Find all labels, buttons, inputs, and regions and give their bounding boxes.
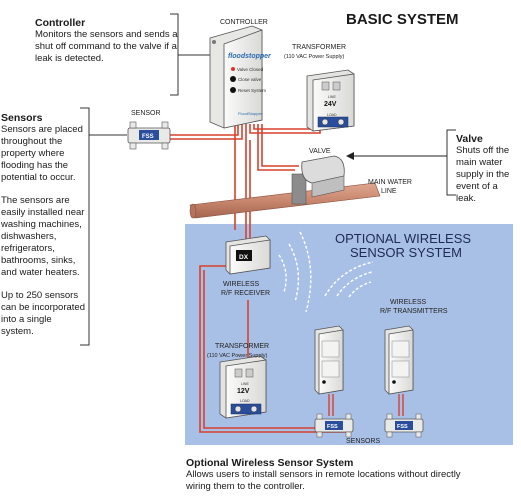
controller-brand: floodstopper [228, 53, 272, 60]
transformer2-load-text: LOAD [240, 399, 250, 403]
valve-bracket [446, 129, 456, 196]
valve-callout: Valve Shuts off the main water supply in… [456, 133, 520, 205]
controller-label: CONTROLLER [220, 19, 268, 26]
controller-device: floodstopper Valve Closed Close valve Re… [209, 25, 272, 129]
transformer-sub-label: (110 VAC Power Supply) [284, 54, 344, 60]
transformer2-line-text: LINE [241, 382, 249, 386]
receiver-dx-text: DX [239, 254, 249, 261]
rf-transmitter-1 [314, 325, 344, 395]
transformer2-label: TRANSFORMER [215, 343, 269, 350]
transformer-label: TRANSFORMER [292, 44, 346, 51]
transformer2-sub-label: (110 VAC Power Supply) [207, 353, 267, 359]
controller-footer: FloodStopper [238, 111, 263, 116]
controller-callout-title: Controller [35, 17, 86, 29]
valve-device [291, 155, 345, 205]
transformer-12v: LINE 12V LOAD [219, 355, 267, 419]
rf-receiver-device: DX [225, 235, 271, 275]
rf-waves [278, 231, 374, 313]
sensors-callout-body-3: Up to 250 sensors can be incorporated in… [1, 290, 85, 337]
rf-receiver-label-2: R/F RECEIVER [221, 290, 270, 297]
sensors-callout-body-1: Sensors are placed throughout the proper… [1, 124, 83, 183]
sensor-fss-text: FSS [142, 134, 154, 140]
transformer2-voltage: 12V [237, 388, 250, 395]
transformer1-load-text: LOAD [327, 113, 337, 117]
rf-transmitters-label-2: R/F TRANSMITTERS [380, 308, 448, 315]
sensor-device: FSS [127, 121, 171, 150]
rf-receiver-label-1: WIRELESS [223, 281, 260, 288]
valve-callout-title: Valve [456, 133, 483, 145]
controller-callout-body: Monitors the sensors and sends a shut of… [35, 29, 178, 64]
wireless-sensors-label: SENSORS [346, 438, 381, 445]
main-water-line-label-1: MAIN WATER [368, 179, 412, 186]
wireless-title-line-2: SENSOR SYSTEM [350, 245, 462, 260]
controller-reset-label: Reset System [238, 88, 266, 93]
wireless-caption-title: Optional Wireless Sensor System [186, 457, 354, 469]
wireless-sensor-1-text: FSS [327, 424, 338, 430]
transformer1-voltage: 24V [324, 101, 337, 108]
wireless-sensor-1: FSS [314, 413, 354, 438]
wireless-caption-line-2: wiring them to the controller. [186, 481, 305, 492]
page-title: BASIC SYSTEM [346, 11, 459, 28]
wireless-sensor-2-text: FSS [397, 424, 408, 430]
main-water-pipe [189, 182, 381, 219]
controller-bracket [170, 13, 179, 96]
valve-callout-body: Shuts off the main water supply in the e… [456, 145, 510, 204]
wireless-title-line-1: OPTIONAL WIRELESS [335, 231, 471, 246]
transformer1-line-text: LINE [328, 95, 336, 99]
sensors-bracket [80, 107, 90, 346]
sensors-callout-title: Sensors [1, 112, 43, 124]
valve-label: VALVE [309, 148, 331, 155]
sensors-callout: Sensors Sensors are placed throughout th… [1, 112, 87, 338]
sensor-label: SENSOR [131, 110, 161, 117]
sensors-callout-body-2: The sensors are easily installed near wa… [1, 195, 85, 278]
wireless-caption-line-1: Allows users to install sensors in remot… [186, 469, 461, 480]
wireless-sensor-2: FSS [384, 413, 424, 438]
controller-callout: Controller Monitors the sensors and send… [35, 17, 185, 65]
rf-transmitter-2 [384, 325, 414, 395]
controller-valve-closed-label: Valve Closed [237, 67, 264, 72]
main-water-line-label-2: LINE [381, 188, 397, 195]
rf-transmitters-label-1: WIRELESS [390, 299, 427, 306]
transformer-24v: LINE 24V LOAD [306, 69, 355, 132]
controller-close-valve-label: Close valve [238, 77, 262, 82]
wireless-caption: Optional Wireless Sensor System Allows u… [186, 457, 516, 493]
